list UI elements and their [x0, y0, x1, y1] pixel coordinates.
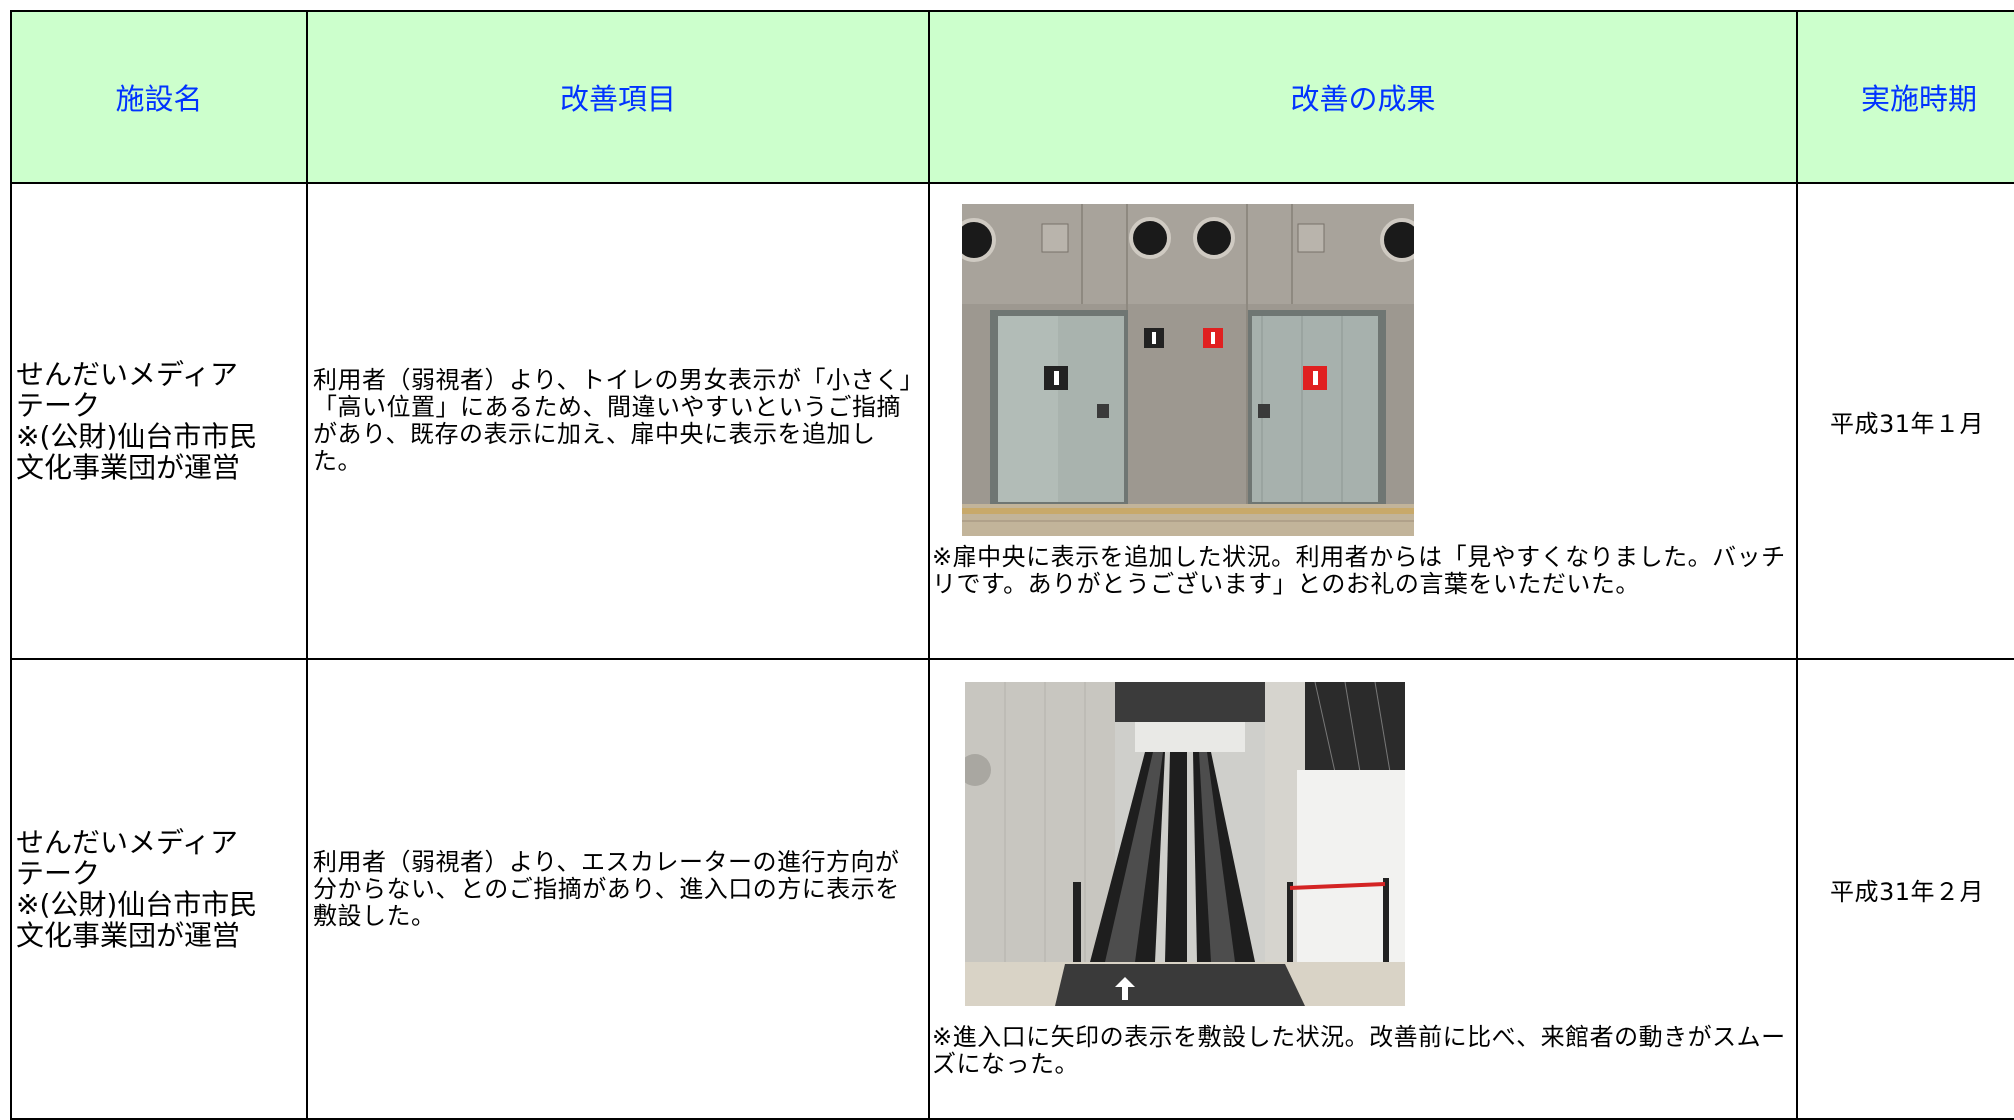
result-cell: ※進入口に矢印の表示を敷設した状況。改善前に比べ、来館者の動きがスムーズになった… — [928, 658, 1798, 1120]
result-caption: ※扉中央に表示を追加した状況。利用者からは「見やすくなりました。バッチリです。あ… — [932, 543, 1786, 598]
restroom-door-photo — [962, 204, 1414, 536]
header-period: 実施時期 — [1796, 10, 2014, 184]
escalator-photo — [965, 682, 1405, 1006]
facility-cell: せんだいメディア テーク ※(公財)仙台市市民 文化事業団が運営 — [10, 182, 308, 660]
facility-operator: ※(公財)仙台市市民 — [16, 420, 258, 453]
improvement-item-cell: 利用者（弱視者）より、トイレの男女表示が「小さく」「高い位置」にあるため、間違い… — [306, 182, 930, 660]
facility-name: せんだいメディア — [16, 358, 239, 391]
result-cell: ※扉中央に表示を追加した状況。利用者からは「見やすくなりました。バッチリです。あ… — [928, 182, 1798, 660]
facility-name-cont: テーク — [16, 857, 101, 890]
result-caption: ※進入口に矢印の表示を敷設した状況。改善前に比べ、来館者の動きがスムーズになった… — [932, 1023, 1786, 1078]
facility-operator-cont: 文化事業団が運営 — [16, 451, 241, 484]
facility-operator-cont: 文化事業団が運営 — [16, 919, 241, 952]
improvement-item-cell: 利用者（弱視者）より、エスカレーターの進行方向が分からない、とのご指摘があり、進… — [306, 658, 930, 1120]
header-row: 施設名 改善項目 改善の成果 実施時期 — [10, 10, 2014, 184]
header-item: 改善項目 — [306, 10, 930, 184]
period-cell: 平成31年２月 — [1796, 658, 2014, 1120]
table-row: せんだいメディア テーク ※(公財)仙台市市民 文化事業団が運営 利用者（弱視者… — [10, 182, 2014, 660]
facility-operator: ※(公財)仙台市市民 — [16, 888, 258, 921]
facility-name: せんだいメディア — [16, 826, 239, 859]
facility-name-cont: テーク — [16, 389, 101, 422]
period-cell: 平成31年１月 — [1796, 182, 2014, 660]
header-facility: 施設名 — [10, 10, 308, 184]
table-row: せんだいメディア テーク ※(公財)仙台市市民 文化事業団が運営 利用者（弱視者… — [10, 658, 2014, 1120]
facility-cell: せんだいメディア テーク ※(公財)仙台市市民 文化事業団が運営 — [10, 658, 308, 1120]
header-result: 改善の成果 — [928, 10, 1798, 184]
improvement-table: 施設名 改善項目 改善の成果 実施時期 せんだいメディア テーク ※(公財)仙台… — [10, 10, 2014, 1120]
